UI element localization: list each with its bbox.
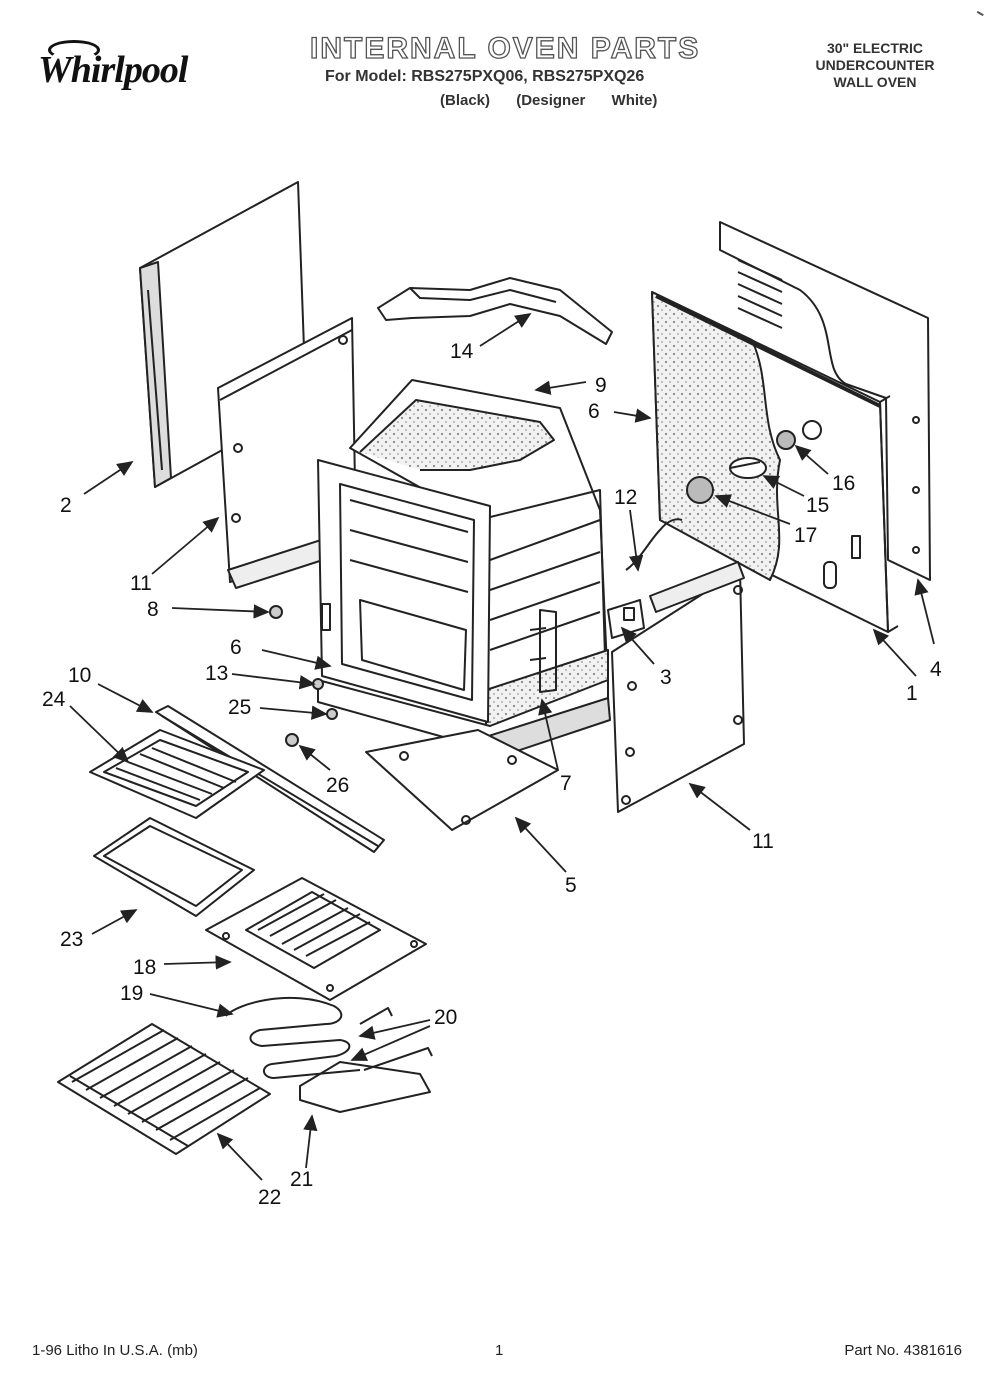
oven-type-line-3: WALL OVEN [833,74,917,90]
callout-6-upper: 6 [588,400,600,423]
part-broil-pan [93,817,255,917]
callout-23: 23 [60,928,83,951]
callout-26: 26 [326,774,349,797]
oven-type-line-1: 30" ELECTRIC [826,40,924,56]
callout-14: 14 [450,340,474,363]
callout-21: 21 [290,1168,313,1191]
callout-1: 1 [906,682,918,705]
variant-black: (Black) [440,92,491,109]
brand-logo: Whirlpool [38,49,188,91]
page-title: INTERNAL OVEN PARTS [309,31,701,65]
callout-11-right: 11 [752,830,774,853]
callout-19: 19 [120,982,143,1005]
page-number: 1 [495,1342,504,1359]
callout-6-lower: 6 [230,636,242,659]
part-clip-25 [326,708,338,720]
logo-swoosh [48,40,100,60]
callout-25: 25 [228,696,251,719]
part-side-plate-right [611,561,745,813]
callout-22: 22 [258,1186,281,1209]
part-number: Part No. 4381616 [844,1342,962,1359]
litho-note: 1-96 Litho In U.S.A. (mb) [32,1342,198,1359]
part-broil-pan-grid [89,729,265,819]
callout-16: 16 [832,472,855,495]
callout-7: 7 [560,772,572,795]
part-screw-8 [269,605,283,619]
part-screw-26 [285,733,299,747]
callout-10: 10 [68,664,91,687]
model-variants: (Black) (Designer White) [440,92,657,109]
variant-designer-white: (Designer White) [516,92,658,109]
callout-17: 17 [794,524,817,547]
model-line: For Model: RBS275PXQ06, RBS275PXQ26 [325,68,645,85]
callout-12: 12 [614,486,637,509]
part-duct [377,277,613,345]
part-bake-element [299,1061,431,1113]
part-light-assembly [686,430,796,504]
part-element-bracket [529,609,557,693]
callout-18: 18 [133,956,156,979]
callout-5: 5 [565,874,577,897]
callout-13: 13 [205,662,228,685]
part-front-frame [317,459,491,723]
part-oven-rack [57,1023,271,1155]
part-back-cover [719,221,931,581]
callout-3: 3 [660,666,672,689]
callout-15: 15 [806,494,829,517]
callout-4: 4 [930,658,942,681]
part-screw-13 [312,678,324,690]
callout-20: 20 [434,1006,457,1029]
callout-numbers: 1 2 3 4 5 6 6 7 8 9 10 11 11 12 13 14 15… [42,340,942,1209]
oven-type-line-2: UNDERCOUNTER [815,57,935,73]
callout-2: 2 [60,494,72,517]
part-broil-element [225,997,433,1079]
callout-11-left: 11 [130,572,152,595]
part-vent-trim [155,705,385,853]
leader-lines [69,313,935,1181]
part-element-shield [205,877,427,1001]
callout-8: 8 [147,598,159,621]
callout-24: 24 [42,688,66,711]
oven-type-label: 30" ELECTRIC UNDERCOUNTER WALL OVEN [790,40,960,91]
callout-9: 9 [595,374,607,397]
